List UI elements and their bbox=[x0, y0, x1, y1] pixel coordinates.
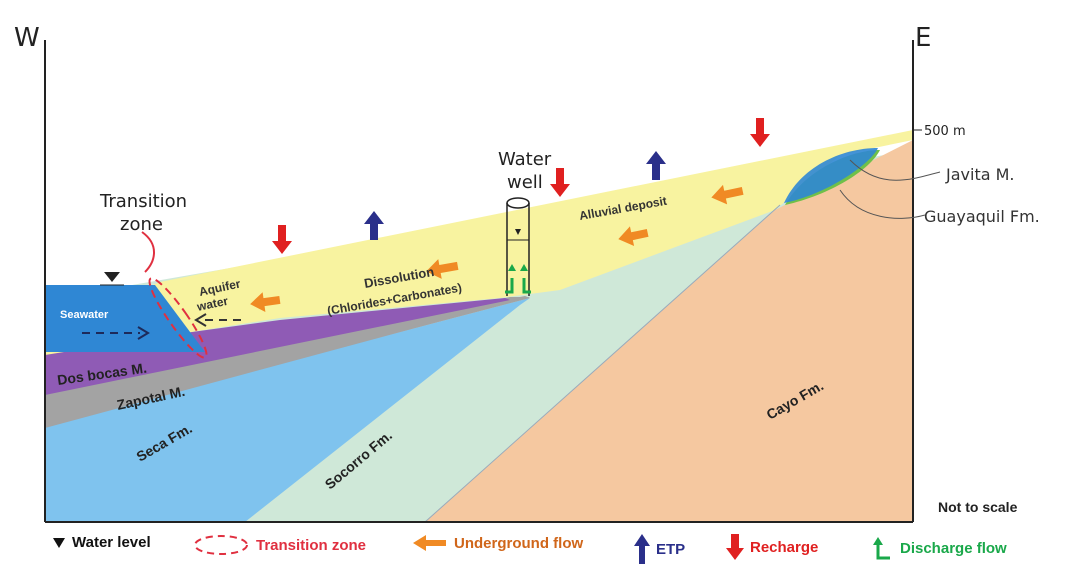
discharge-flow-icon-right bbox=[522, 278, 531, 294]
transition-zone-ellipse bbox=[148, 277, 208, 359]
aquifer-label-2: water bbox=[195, 294, 230, 314]
legend-water-level-label: Water level bbox=[72, 534, 151, 551]
javita-label: Javita M. bbox=[945, 165, 1015, 184]
west-label: W bbox=[14, 23, 40, 53]
seawater-body bbox=[45, 285, 205, 352]
legend-etp-label: ETP bbox=[656, 540, 686, 558]
legend-recharge-label: Recharge bbox=[750, 538, 819, 556]
water-well-label-2: well bbox=[507, 172, 543, 193]
legend-recharge: Recharge bbox=[726, 534, 818, 560]
seca-formation-shape bbox=[45, 298, 530, 522]
geology-layers bbox=[45, 130, 913, 522]
elevation-label: 500 m bbox=[924, 124, 966, 139]
east-label: E bbox=[915, 23, 931, 53]
water-well bbox=[505, 197, 531, 296]
zapotal-member-shape bbox=[45, 297, 530, 428]
guayaquil-leader-line bbox=[839, 189, 926, 219]
legend-transition-zone-label: Transition zone bbox=[256, 536, 367, 554]
legend-discharge-flow: Discharge flow bbox=[872, 534, 1007, 562]
legend-water-level: Water level bbox=[52, 534, 151, 551]
legend-underground-flow-label: Underground flow bbox=[454, 534, 584, 552]
recharge-icon bbox=[726, 534, 744, 560]
well-water-level-icon bbox=[515, 229, 521, 235]
water-level-icon bbox=[53, 537, 65, 548]
legend-etp: ETP bbox=[634, 534, 685, 564]
aquifer-outflow-arrow bbox=[194, 313, 245, 327]
legend-transition-zone: Transition zone bbox=[192, 534, 366, 556]
discharge-flow-icon bbox=[873, 537, 890, 560]
transition-zone-label-1: Transition bbox=[99, 191, 187, 212]
transition-zone-pointer bbox=[141, 231, 155, 273]
seawater-intrusion-arrow bbox=[82, 326, 150, 340]
water-well-label-1: Water bbox=[498, 149, 552, 170]
javita-member-lens bbox=[784, 148, 878, 203]
underground-flow-arrows bbox=[250, 184, 744, 313]
transition-zone-icon bbox=[194, 535, 248, 555]
legend-discharge-flow-label: Discharge flow bbox=[900, 539, 1007, 557]
legend-underground-flow: Underground flow bbox=[412, 534, 583, 552]
seawater-label: Seawater bbox=[60, 309, 109, 321]
dos-bocas-member-shape bbox=[45, 298, 510, 395]
etp-arrows bbox=[364, 151, 666, 240]
cayo-formation-layer bbox=[425, 140, 913, 522]
guayaquil-label: Guayaquil Fm. bbox=[924, 207, 1040, 226]
discharge-flow-icon-left bbox=[505, 278, 514, 294]
javita-leader-line bbox=[849, 159, 941, 181]
water-level-icon bbox=[104, 272, 120, 282]
legend: Water level Transition zone Underground … bbox=[0, 530, 1074, 570]
underground-flow-icon bbox=[413, 535, 446, 551]
recharge-arrows bbox=[272, 118, 770, 254]
etp-icon bbox=[634, 534, 650, 564]
scale-note: Not to scale bbox=[938, 499, 1018, 515]
transition-zone-label-2: zone bbox=[120, 214, 163, 235]
